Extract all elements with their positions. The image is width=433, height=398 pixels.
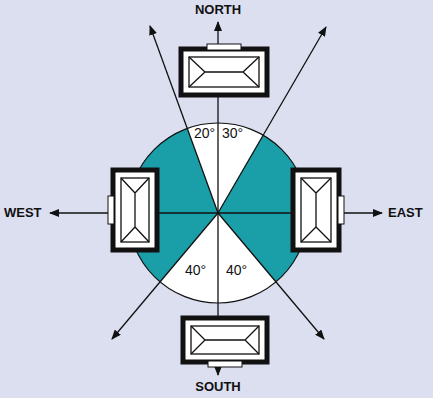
direction-arrows [50, 22, 382, 375]
angle-label: 40° [226, 262, 247, 278]
direction-label: SOUTH [195, 379, 241, 395]
angle-label: 20° [194, 125, 215, 141]
angle-label: 30° [222, 125, 243, 141]
direction-label: NORTH [195, 2, 241, 18]
angle-label: 40° [185, 262, 206, 278]
house-south [183, 318, 267, 367]
house-east [293, 170, 344, 250]
direction-label: WEST [4, 205, 42, 221]
direction-label: EAST [388, 205, 423, 221]
house-north [181, 44, 267, 95]
house-west [108, 170, 157, 250]
